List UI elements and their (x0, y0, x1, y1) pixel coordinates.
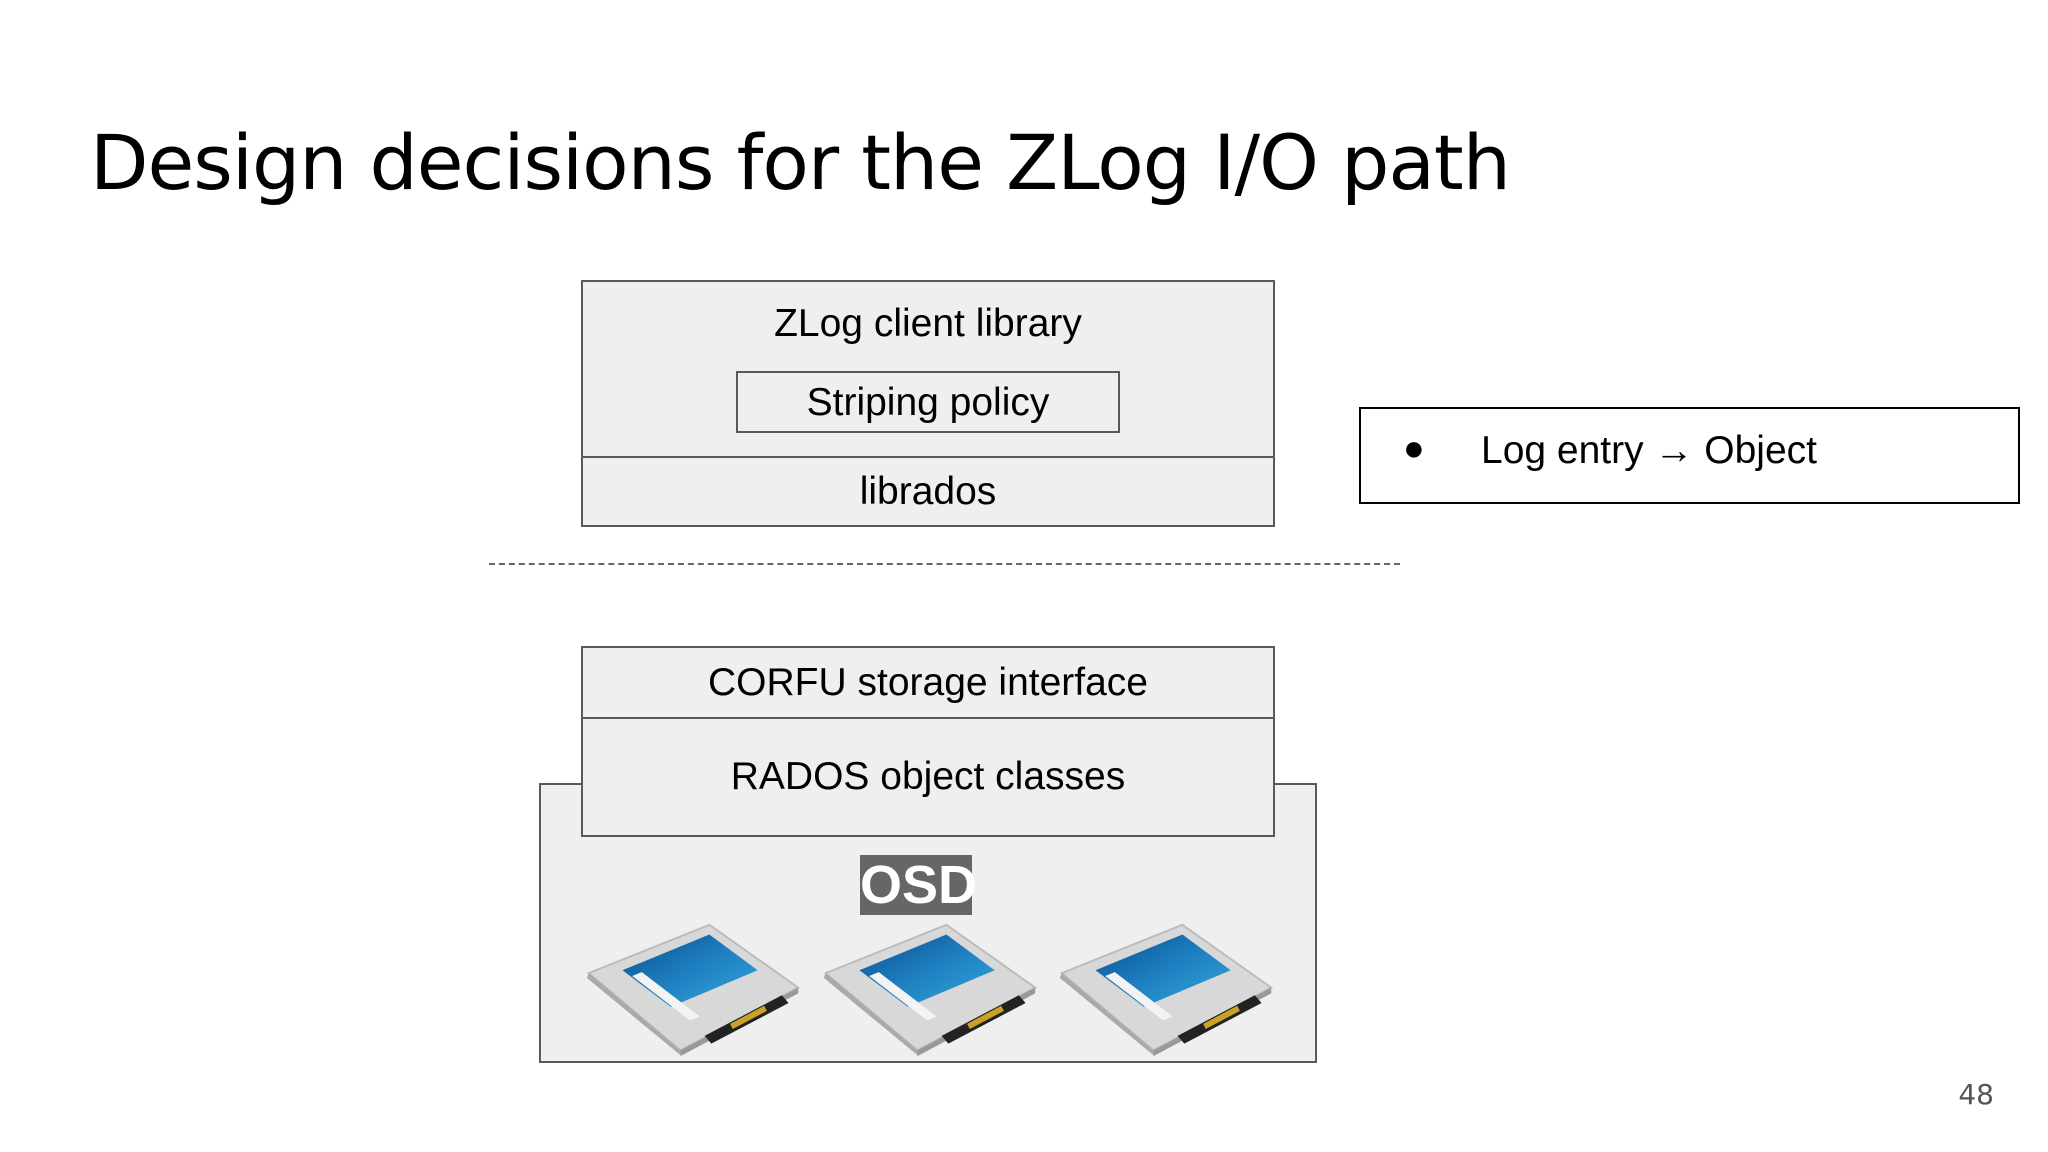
rados-classes-label: RADOS object classes (730, 755, 1126, 798)
librados-label: librados (859, 470, 997, 513)
rados-classes-box: RADOS object classes (581, 717, 1275, 837)
client-library-label: ZLog client library (774, 302, 1082, 345)
slide-title: Design decisions for the ZLog I/O path (90, 118, 1511, 207)
librados-box: librados (581, 456, 1275, 527)
ssd-drive-icon (822, 923, 1037, 1058)
zlog-client-library-box: ZLog client library Striping policy (581, 280, 1275, 458)
ssd-drive-icon (585, 923, 800, 1058)
note-text: Log entry → Object (1481, 429, 1817, 472)
osd-label: OSD (860, 855, 978, 915)
design-note-box: ● Log entry → Object (1359, 407, 2020, 504)
striping-policy-box: Striping policy (736, 371, 1120, 433)
corfu-interface-box: CORFU storage interface (581, 646, 1275, 719)
corfu-interface-label: CORFU storage interface (708, 661, 1148, 704)
boundary-dashed-line (489, 563, 1400, 565)
page-number: 48 (1958, 1078, 1994, 1111)
ssd-drive-icon (1058, 923, 1273, 1058)
bullet-icon: ● (1403, 427, 1425, 468)
striping-policy-label: Striping policy (806, 381, 1050, 424)
